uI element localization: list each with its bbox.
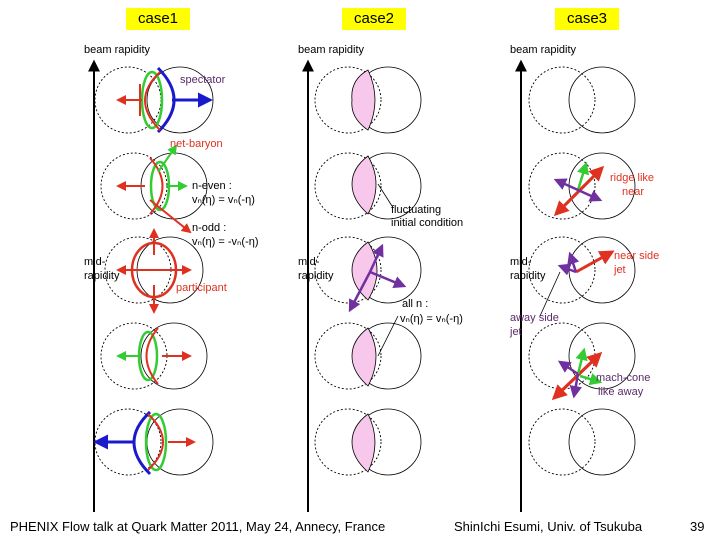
case1-header: case1: [126, 8, 190, 30]
netbaryon-red-arc: [149, 157, 164, 215]
near-side-label-2: jet: [614, 264, 626, 276]
case2-overlap-2: [351, 155, 377, 215]
ridge-label-1: ridge like: [610, 172, 655, 184]
case3-connector-away: [539, 271, 561, 317]
case2-purple-arrow-down: [348, 271, 372, 313]
mid-rapidity-1-line1: mid-: [84, 256, 106, 268]
netbaryon-green-diag: [157, 144, 178, 173]
case3-nucleus-right-row1: [568, 66, 636, 134]
participant-label: participant: [176, 282, 227, 294]
case3-near-red: [575, 250, 615, 274]
all-n-formula: vₙ(η) = vₙ(-η): [400, 313, 463, 325]
case2-nucleus-left-row2: [314, 152, 382, 220]
n-odd-title: n-odd :: [192, 222, 227, 234]
beam-rapidity-label-1: beam rapidity: [84, 44, 151, 56]
case3-nucleus-right-row4: [568, 322, 636, 390]
case3-nucleus-right-row5: [568, 408, 636, 476]
footer-conference: PHENIX Flow talk at Quark Matter 2011, M…: [10, 519, 386, 534]
case2-overlap-5: [351, 413, 376, 473]
case3-ridge-purple-left: [553, 178, 579, 192]
spectator-bottom-red-arc: [147, 413, 164, 471]
mid-rapidity-1-line2: rapidity: [84, 270, 120, 282]
case2-purple-arrow-right: [369, 270, 407, 288]
case3-mach-green-up: [575, 347, 588, 375]
row4-green-ellipse: [137, 330, 159, 382]
mid-rapidity-2-line1: mid-: [298, 256, 320, 268]
case3-near-purple-left: [557, 263, 577, 276]
all-n-title: all n :: [402, 298, 429, 310]
mid-rapidity-2-line2: rapidity: [298, 270, 334, 282]
case2-nucleus-left-row1: [314, 66, 382, 134]
case2-connector-fluct: [377, 183, 393, 207]
case2-overlap-1: [351, 69, 376, 131]
case2-purple-arrow-up: [368, 243, 384, 273]
mach-cone-label-1: mach-cone: [596, 372, 651, 384]
case3-mach-green-right: [579, 373, 603, 386]
spectator-blue-arc: [156, 66, 176, 134]
away-side-label-1: away side: [510, 312, 559, 324]
case3-mach-purple-down: [569, 373, 582, 399]
case3-header: case3: [555, 8, 619, 30]
row4-red-arc: [145, 327, 159, 385]
fluctuating-label-1: fluctuating: [391, 204, 442, 216]
mid-rapidity-3-line1: mid-: [510, 256, 532, 268]
case3-nucleus-left-row4: [528, 322, 596, 390]
case3-ridge-red-diag-back: [553, 168, 602, 217]
net-baryon-label: net-baryon: [170, 138, 223, 150]
case3-nucleus-left-row5: [528, 408, 596, 476]
case3-ridge-purple-right: [577, 188, 603, 202]
case2-overlap-4: [351, 327, 377, 387]
case3-mach-red-back: [551, 354, 600, 401]
case2-overlap-3: [351, 241, 378, 301]
case3-nucleus-left-row1: [528, 66, 596, 134]
case3-near-purple-up: [567, 251, 580, 273]
case2-connector-alln: [377, 315, 399, 357]
case3-ridge-green-up: [576, 161, 590, 191]
away-side-label-2: jet: [510, 326, 522, 338]
case2-nucleus-left-row5: [314, 408, 382, 476]
netbaryon-red-diag: [149, 199, 192, 234]
beam-rapidity-label-3: beam rapidity: [510, 44, 577, 56]
case3-nucleus-left-row3: [528, 236, 596, 304]
fluctuating-label-2: initial condition: [391, 217, 464, 229]
footer-author: ShinIchi Esumi, Univ. of Tsukuba: [454, 519, 643, 534]
case1-nucleus-right-row1: [146, 66, 214, 134]
case3-nucleus-left-row2: [528, 152, 596, 220]
spectator-red-arc: [144, 71, 161, 131]
ridge-label-2: near: [622, 186, 645, 198]
n-even-formula: vₙ(η) = vₙ(-η): [192, 194, 255, 206]
case2-nucleus-left-row4: [314, 322, 382, 390]
spectator-label: spectator: [180, 74, 226, 86]
mid-rapidity-3-line2: rapidity: [510, 270, 546, 282]
near-side-label-1: near side: [614, 250, 660, 262]
case3-mach-purple-left: [557, 360, 579, 376]
case1-nucleus-right-row4: [140, 322, 208, 390]
spectator-bottom-blue-arc: [132, 410, 152, 476]
case2-nucleus-left-row3: [314, 236, 382, 304]
n-odd-formula: vₙ(η) = -vₙ(-η): [192, 236, 259, 248]
n-even-title: n-even :: [192, 180, 232, 192]
beam-rapidity-label-2: beam rapidity: [298, 44, 365, 56]
case1-nucleus-left-row5: [94, 408, 162, 476]
mach-cone-label-2: like away: [598, 386, 644, 398]
spectator-bottom-green-ellipse: [144, 412, 168, 472]
page-number: 39: [690, 519, 705, 534]
case2-header: case2: [342, 8, 406, 30]
